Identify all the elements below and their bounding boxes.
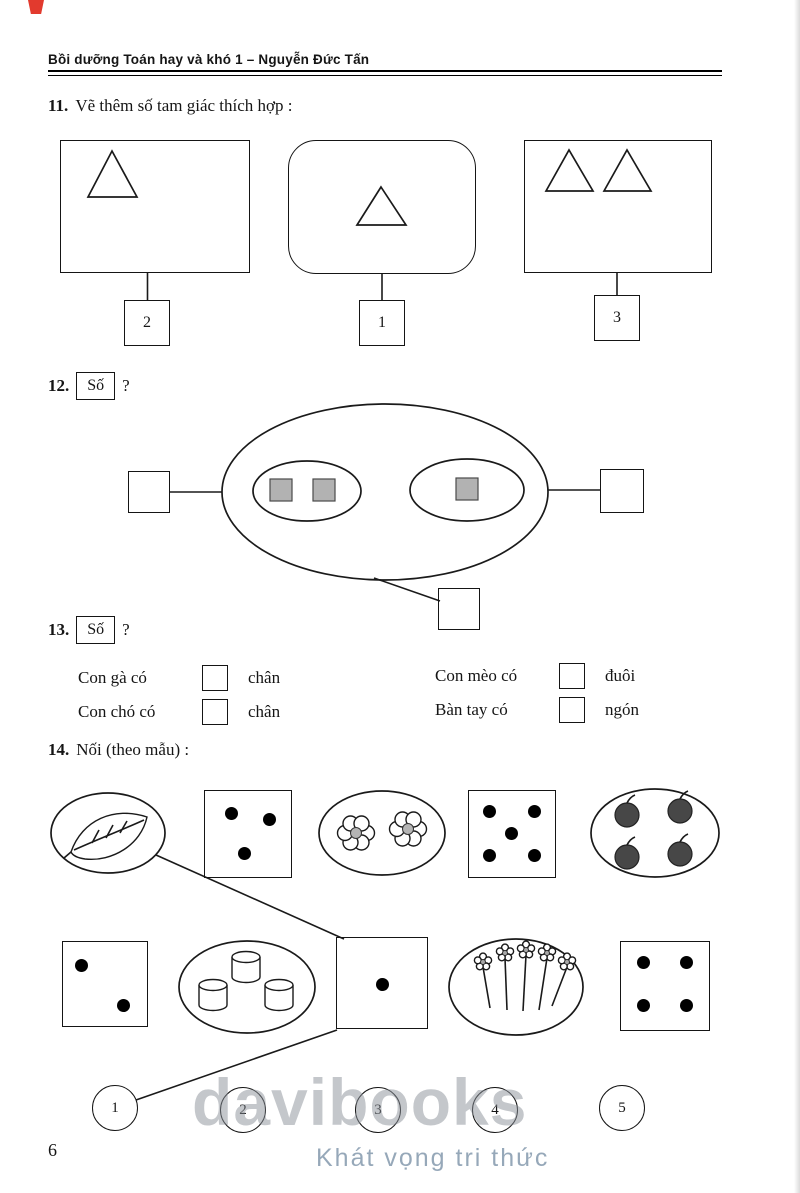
- apples-ellipse: [590, 788, 720, 878]
- cup-icon: [198, 950, 294, 1012]
- dot: [637, 956, 650, 969]
- circle-number: 4: [491, 1101, 499, 1118]
- dot: [528, 849, 541, 862]
- statement-text: Con gà có: [78, 668, 147, 687]
- leaf-ellipse: [50, 792, 166, 874]
- dot: [238, 847, 251, 860]
- dots-square-5: [468, 790, 556, 878]
- dot: [483, 805, 496, 818]
- answer-box: [202, 665, 228, 691]
- statement-text: Bàn tay có: [435, 700, 508, 719]
- two-flowers-ellipse: [318, 790, 446, 876]
- dot: [528, 805, 541, 818]
- problem-13-title: 13. Số ?: [48, 616, 130, 644]
- dot: [75, 959, 88, 972]
- problem-14-title: 14. Nối (theo mẫu) :: [48, 740, 189, 760]
- answer-box-left: [128, 471, 170, 513]
- flower-stem-icon: [473, 940, 577, 1012]
- apple-icon: [614, 790, 693, 870]
- triangle-box-3: [524, 140, 712, 273]
- number-circle-5: 5: [599, 1085, 645, 1131]
- dot: [225, 807, 238, 820]
- gray-square-icon: [312, 478, 336, 502]
- publisher-logo-mark: [28, 0, 44, 14]
- dots-square-4: [620, 941, 710, 1031]
- dot: [117, 999, 130, 1012]
- answer-box-1: 2: [124, 300, 170, 346]
- answer-value: 2: [143, 314, 151, 331]
- dot: [376, 978, 389, 991]
- answer-box: [202, 699, 228, 725]
- circle-number: 1: [111, 1099, 119, 1116]
- connector-line: [373, 577, 441, 602]
- five-flowers-ellipse: [448, 938, 584, 1036]
- watermark-slogan: Khát vọng tri thức: [316, 1144, 550, 1172]
- dot: [505, 827, 518, 840]
- flower-icon: [388, 811, 428, 847]
- unit-text: chân: [248, 702, 281, 721]
- flower-icon: [336, 815, 376, 851]
- inner-ellipse-left: [252, 460, 362, 522]
- problem11-connector-lines: [146, 273, 618, 300]
- answer-box-2: 1: [359, 300, 405, 346]
- problem-14-number: 14.: [48, 740, 70, 759]
- so-label-box: Số: [76, 372, 116, 400]
- answer-value: 1: [378, 314, 386, 331]
- scan-edge-shading: [794, 0, 800, 1193]
- gray-square-icon: [269, 478, 293, 502]
- answer-box: [559, 663, 585, 689]
- answer-box-right: [600, 469, 644, 513]
- problem14-sample-lines: [135, 854, 345, 1101]
- outer-ellipse: [221, 403, 549, 581]
- problem-12-number: 12.: [48, 375, 70, 395]
- problem12-diagram: [170, 403, 600, 602]
- problem-13-number: 13.: [48, 619, 70, 639]
- dot: [263, 813, 276, 826]
- statement-text: Con chó có: [78, 702, 156, 721]
- number-circle-1: 1: [92, 1085, 138, 1131]
- dots-square-2: [62, 941, 148, 1027]
- circle-number: 3: [374, 1101, 382, 1118]
- unit-text: ngón: [605, 700, 639, 719]
- unit-text: đuôi: [605, 666, 636, 685]
- problem-13-row: Bàn tay có ngón: [435, 696, 639, 724]
- answer-box-3: 3: [594, 295, 640, 341]
- triangle-box-2: [288, 140, 476, 274]
- problem-12-question-mark: ?: [122, 375, 130, 395]
- so-label-box: Số: [76, 616, 116, 644]
- inner-ellipse-right: [409, 458, 525, 522]
- answer-box: [559, 697, 585, 723]
- problem-12-title: 12. Số ?: [48, 372, 130, 400]
- header-rule: [48, 70, 722, 76]
- unit-text: chân: [248, 668, 281, 687]
- problem-13-row: Con mèo có đuôi: [435, 662, 635, 690]
- answer-box-bottom: [438, 588, 480, 630]
- cups-ellipse: [178, 940, 316, 1034]
- problem-11-text: Vẽ thêm số tam giác thích hợp :: [75, 96, 293, 115]
- dot: [680, 999, 693, 1012]
- leaf-icon: [63, 812, 148, 861]
- problem-13-question-mark: ?: [122, 619, 130, 639]
- statement-text: Con mèo có: [435, 666, 518, 685]
- page-number: 6: [48, 1140, 57, 1160]
- circle-number: 2: [239, 1101, 247, 1118]
- problem-11-number: 11.: [48, 96, 69, 115]
- problem-11-title: 11. Vẽ thêm số tam giác thích hợp :: [48, 96, 293, 116]
- problem-13-row: Con chó có chân: [78, 698, 280, 726]
- page-header-title: Bồi dưỡng Toán hay và khó 1 – Nguyễn Đức…: [48, 52, 370, 67]
- problem-13-row: Con gà có chân: [78, 664, 280, 692]
- dot: [483, 849, 496, 862]
- number-circle-2: 2: [220, 1087, 266, 1133]
- triangle-box-1: [60, 140, 250, 273]
- number-circle-3: 3: [355, 1087, 401, 1133]
- dot: [637, 999, 650, 1012]
- dots-square-1: [336, 937, 428, 1029]
- dots-square-3: [204, 790, 292, 878]
- dot: [680, 956, 693, 969]
- gray-square-icon: [455, 477, 479, 501]
- answer-value: 3: [613, 309, 621, 326]
- problem-14-text: Nối (theo mẫu) :: [76, 740, 190, 759]
- number-circle-4: 4: [472, 1087, 518, 1133]
- circle-number: 5: [618, 1099, 626, 1116]
